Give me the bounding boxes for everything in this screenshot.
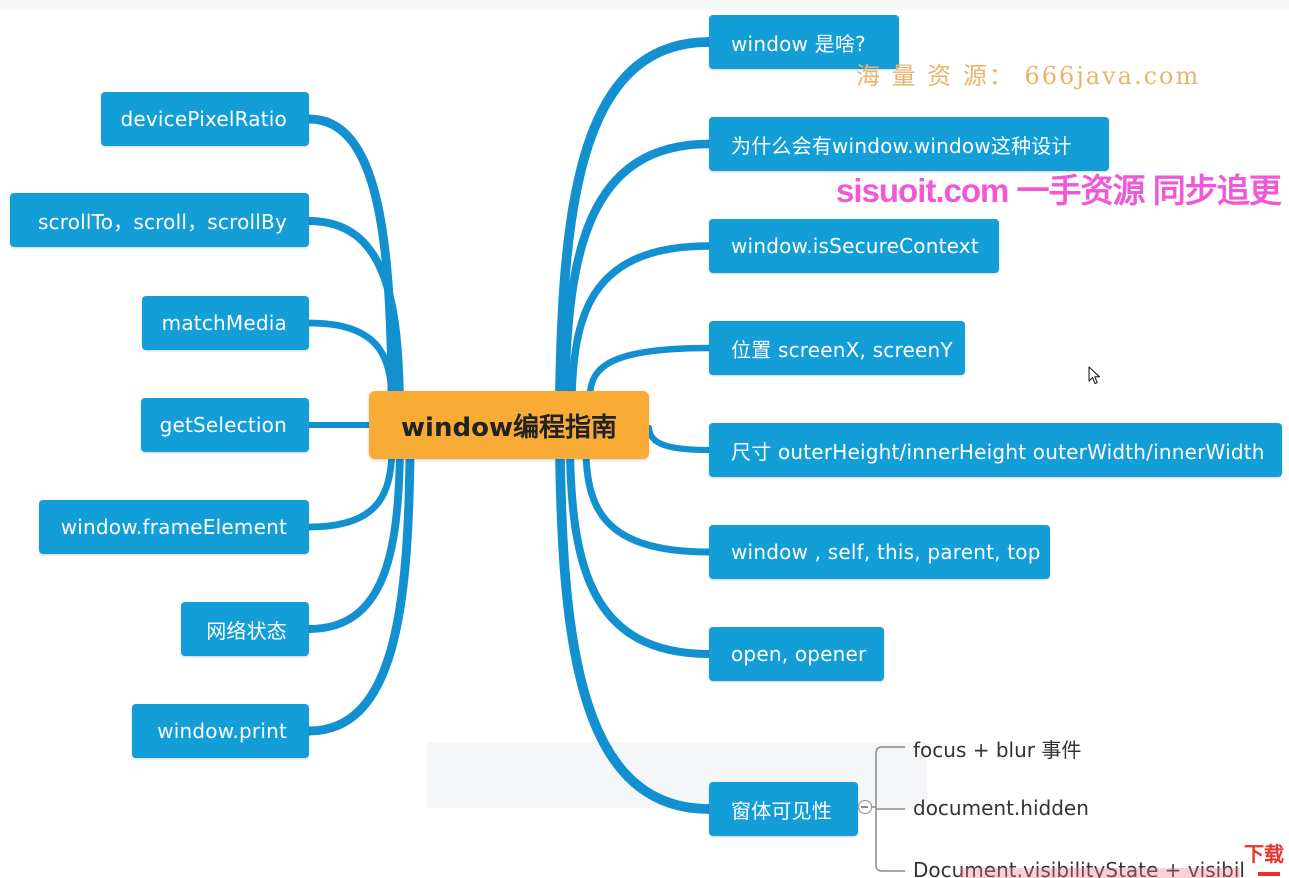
connector-line [560, 139, 714, 398]
connector-line [304, 114, 397, 397]
connector-line [305, 319, 396, 402]
connector-line [305, 448, 404, 633]
top-strip [0, 0, 1289, 10]
branch-match-media[interactable]: matchMedia [142, 296, 309, 350]
connector-line [555, 451, 714, 814]
branch-window-print[interactable]: window.print [132, 704, 309, 758]
connector-line [582, 452, 713, 556]
branch-network-status[interactable]: 网络状态 [181, 602, 309, 656]
branch-what-is-window[interactable]: window 是啥? [709, 15, 899, 69]
leaf-focus-blur[interactable]: focus + blur 事件 [913, 738, 1082, 762]
connector-line [645, 424, 713, 454]
download-badge: 下载 [1244, 838, 1284, 876]
branch-window-window-design[interactable]: 为什么会有window.window这种设计 [709, 117, 1109, 171]
branch-window-self-this[interactable]: window , self, this, parent, top [709, 525, 1050, 579]
connector-line [586, 344, 713, 397]
branch-open-opener[interactable]: open, opener [709, 627, 884, 681]
bottom-watermark-fragment [960, 868, 1240, 878]
collapse-toggle-icon[interactable] [858, 800, 872, 814]
connector-line [565, 451, 714, 659]
branch-device-pixel-ratio[interactable]: devicePixelRatio [101, 92, 309, 146]
branch-window-size[interactable]: 尺寸 outerHeight/innerHeight outerWidth/in… [709, 423, 1282, 477]
connector-line [555, 37, 714, 398]
branch-screen-position[interactable]: 位置 screenX, screenY [709, 321, 965, 375]
watermark-sisuoit: sisuoit.com 一手资源 同步追更 [836, 172, 1282, 209]
branch-window-visibility[interactable]: 窗体可见性 [709, 782, 858, 836]
leaf-visibility-state[interactable]: Document.visibilityState + visibil [913, 858, 1245, 878]
connector-line [305, 217, 404, 404]
branch-is-secure-context[interactable]: window.isSecureContext [709, 219, 999, 273]
leaf-document-hidden[interactable]: document.hidden [913, 796, 1089, 820]
connector-line [304, 451, 415, 736]
branch-frame-element[interactable]: window.frameElement [39, 500, 309, 554]
connector-line [568, 242, 713, 397]
central-topic[interactable]: window编程指南 [369, 391, 649, 459]
connector-line [305, 448, 396, 531]
branch-get-selection[interactable]: getSelection [141, 398, 309, 452]
leaf-bracket-line [872, 746, 905, 872]
watermark-666java: 海 量 资 源： 666java.com [856, 62, 1201, 90]
branch-scroll-methods[interactable]: scrollTo，scroll，scrollBy [10, 193, 309, 247]
mouse-pointer-icon [1088, 366, 1101, 385]
